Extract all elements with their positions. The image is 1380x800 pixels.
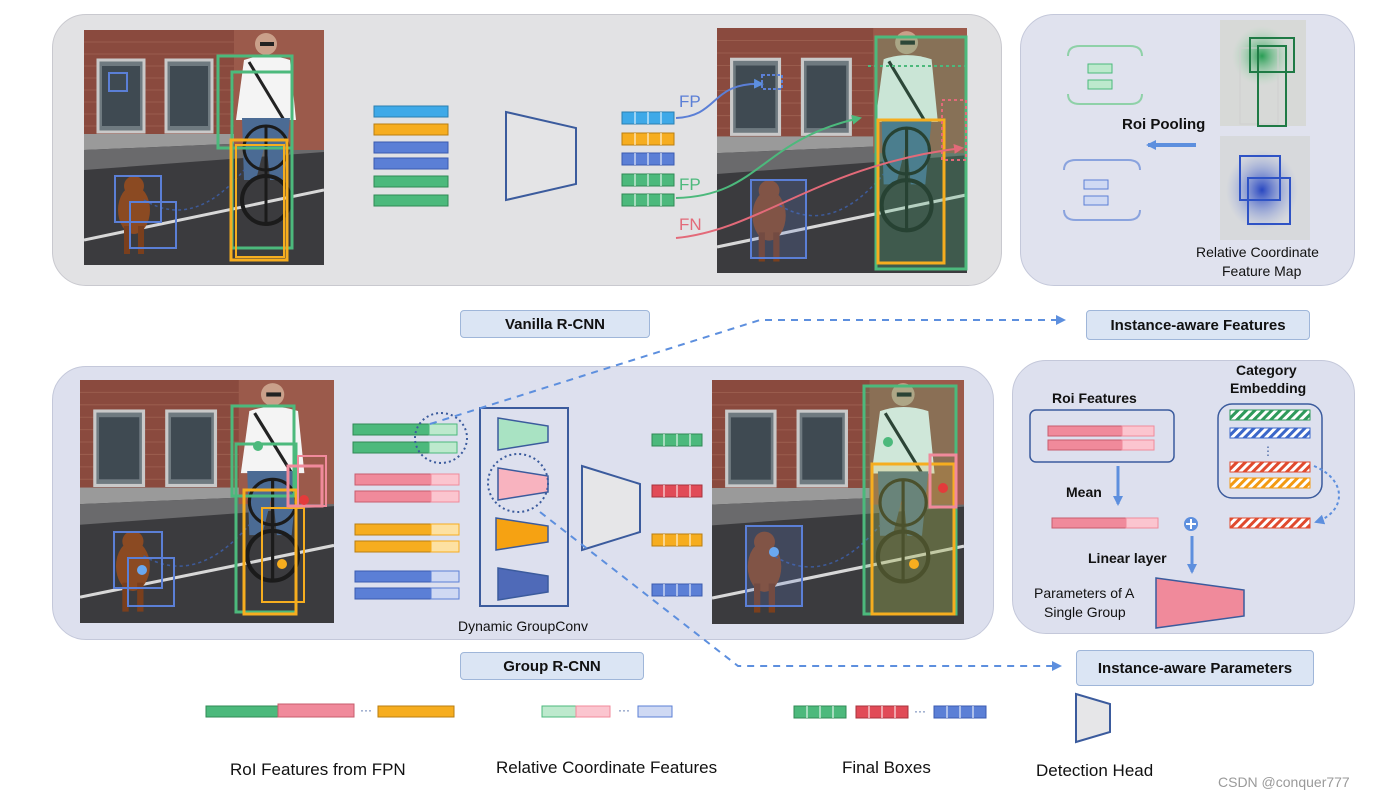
- linear-layer-label: Linear layer: [1088, 550, 1167, 566]
- kernel-highlight-circle: [487, 453, 549, 513]
- coord-map-label-1: Relative Coordinate: [1196, 244, 1319, 260]
- legend-final-boxes-label: Final Boxes: [842, 758, 931, 777]
- svg-text:···: ···: [360, 703, 372, 717]
- svg-text:···: ···: [914, 704, 926, 718]
- svg-text:⋮: ⋮: [1262, 444, 1274, 458]
- roi-features-box: [1029, 409, 1175, 463]
- vanilla-detection-head: [505, 110, 577, 202]
- group-kernel-orange: [495, 517, 549, 551]
- dynamic-groupconv-box: [479, 407, 569, 607]
- vanilla-fpn-features: [373, 105, 449, 207]
- group-kernel-blue: [497, 567, 549, 601]
- legend-rel-coord-swatch: ···: [541, 703, 673, 718]
- coord-map-label-2: Feature Map: [1222, 263, 1302, 279]
- coord-map-blue: [1220, 136, 1310, 240]
- fp-arrow-green: [675, 114, 862, 199]
- roi-pooling-label: Roi Pooling: [1122, 116, 1206, 133]
- fp-label-green: FP: [679, 175, 701, 194]
- concat-plus-icon: [1184, 517, 1198, 531]
- instance-params-caption: Instance-aware Parameters: [1076, 650, 1314, 686]
- category-embedding-box: [1217, 403, 1323, 499]
- features-dashed-connector: [429, 315, 1066, 425]
- roi-pool-bracket-green: [1067, 45, 1143, 105]
- vanilla-output-boxes: [621, 111, 675, 207]
- roi-features-label: Roi Features: [1052, 390, 1137, 406]
- legend-roi-fpn-label: RoI Features from FPN: [230, 760, 406, 779]
- group-params-label-1: Parameters of A: [1034, 585, 1135, 601]
- fn-arrow-red: [675, 143, 964, 239]
- legend-roi-fpn-swatch: ···: [205, 703, 455, 718]
- group-kernel-green: [497, 417, 549, 451]
- fn-label-red: FN: [679, 215, 702, 234]
- params-dashed-connector: [539, 511, 1062, 671]
- watermark: CSDN @conquer777: [1218, 774, 1350, 790]
- fp-arrow-blue: [675, 78, 764, 119]
- mean-label: Mean: [1066, 484, 1102, 500]
- vanilla-output-photo: [717, 28, 968, 273]
- group-output-boxes: [651, 433, 703, 597]
- group-params-trapezoid: [1155, 577, 1245, 629]
- category-label-1: Category: [1236, 362, 1297, 378]
- category-label-2: Embedding: [1230, 380, 1307, 396]
- group-rcnn-title: Group R-CNN: [460, 652, 644, 680]
- group-input-photo: [80, 380, 334, 623]
- instance-features-caption: Instance-aware Features: [1086, 310, 1310, 340]
- group-detection-head: [581, 464, 641, 552]
- legend-detection-head-label: Detection Head: [1036, 761, 1154, 780]
- coord-map-green: [1220, 20, 1306, 127]
- feature-highlight-circle: [414, 412, 468, 464]
- legend-rel-coord-label: Relative Coordinate Features: [496, 758, 718, 777]
- fp-label-blue: FP: [679, 92, 701, 111]
- group-output-photo: [712, 380, 964, 624]
- roi-pool-bracket-blue: [1063, 159, 1141, 221]
- legend-final-boxes-swatch: ···: [793, 704, 987, 719]
- group-feature-stack: [352, 423, 460, 600]
- group-params-label-2: Single Group: [1044, 604, 1126, 620]
- legend-detection-head-swatch: [1075, 692, 1111, 744]
- vanilla-input-photo: [84, 30, 324, 265]
- group-kernel-pink: [497, 467, 549, 501]
- svg-text:···: ···: [618, 703, 630, 717]
- dynamic-groupconv-label: Dynamic GroupConv: [458, 618, 588, 634]
- vanilla-rcnn-title: Vanilla R-CNN: [460, 310, 650, 338]
